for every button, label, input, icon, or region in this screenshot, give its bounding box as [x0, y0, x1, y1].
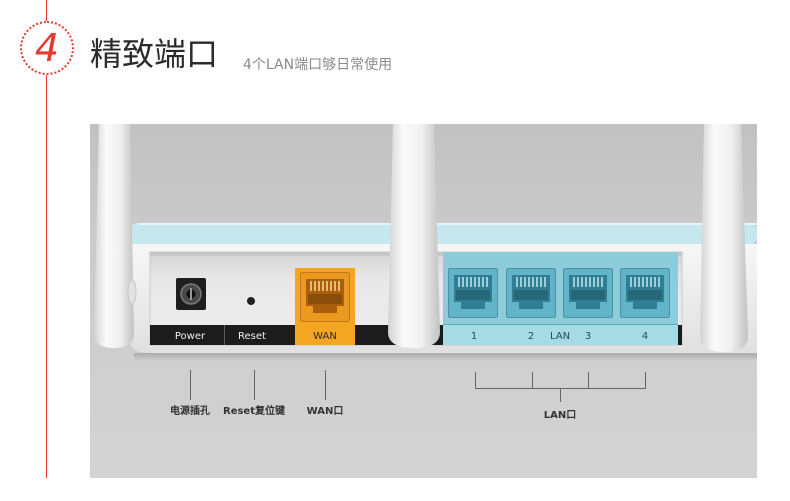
accent-vertical-line [46, 0, 47, 478]
callout-power: 电源插孔 [170, 404, 210, 417]
callout-lan: LAN口 [544, 410, 576, 421]
label-wan: WAN [313, 331, 337, 342]
step-number-badge: 4 [20, 21, 74, 75]
section-subtitle: 4个LAN端口够日常使用 [243, 57, 393, 73]
lan-port-1-socket [448, 268, 498, 318]
callout-wan: WAN口 [307, 406, 344, 417]
router-shadow [134, 353, 757, 361]
wan-port-socket [300, 272, 350, 322]
step-number: 4 [34, 26, 60, 70]
label-lan-2: 2 [528, 331, 534, 342]
label-lan-4: 4 [642, 331, 648, 342]
lan-label-strip [443, 325, 678, 345]
section-title: 精致端口 [90, 35, 219, 73]
label-power: Power [175, 331, 206, 342]
label-lan-1: 1 [471, 331, 477, 342]
label-lan-3: 3 [585, 331, 591, 342]
lan-port-4-socket [620, 268, 670, 318]
label-lan: LAN [550, 331, 570, 342]
router-rear-photo: Power Reset WAN 1 2 LAN 3 4 电源插孔 Reset复位… [90, 124, 757, 478]
lan-port-2-socket [506, 268, 556, 318]
callout-bracket-lan [475, 372, 646, 402]
power-jack-pin [190, 288, 192, 300]
power-jack [176, 278, 206, 310]
left-antenna [94, 124, 134, 348]
label-reset: Reset [238, 331, 266, 342]
middle-antenna [388, 124, 440, 348]
callout-reset: Reset复位键 [223, 404, 286, 417]
right-antenna [700, 124, 748, 352]
reset-pinhole [247, 297, 255, 305]
left-antenna-hinge [127, 279, 137, 305]
router-top-surface [130, 223, 757, 245]
lan-port-3-socket [563, 268, 613, 318]
router-top-highlight [138, 223, 757, 225]
